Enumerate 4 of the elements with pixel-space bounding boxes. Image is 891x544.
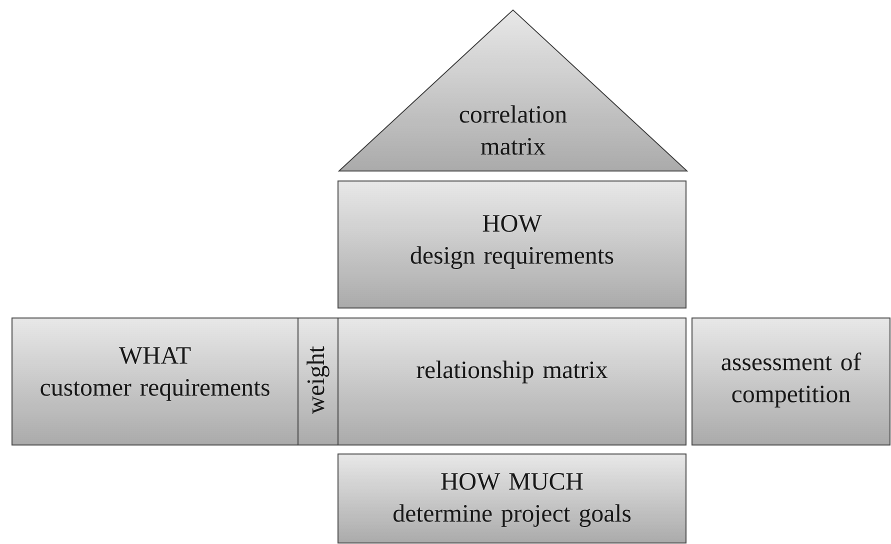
matrix-box: HOW MUCH determine project goals <box>338 454 686 544</box>
matrix-box: weight <box>298 318 338 446</box>
matrix-box: assessment of competition <box>692 318 890 446</box>
matrix-box: HOW design requirements <box>338 180 686 308</box>
